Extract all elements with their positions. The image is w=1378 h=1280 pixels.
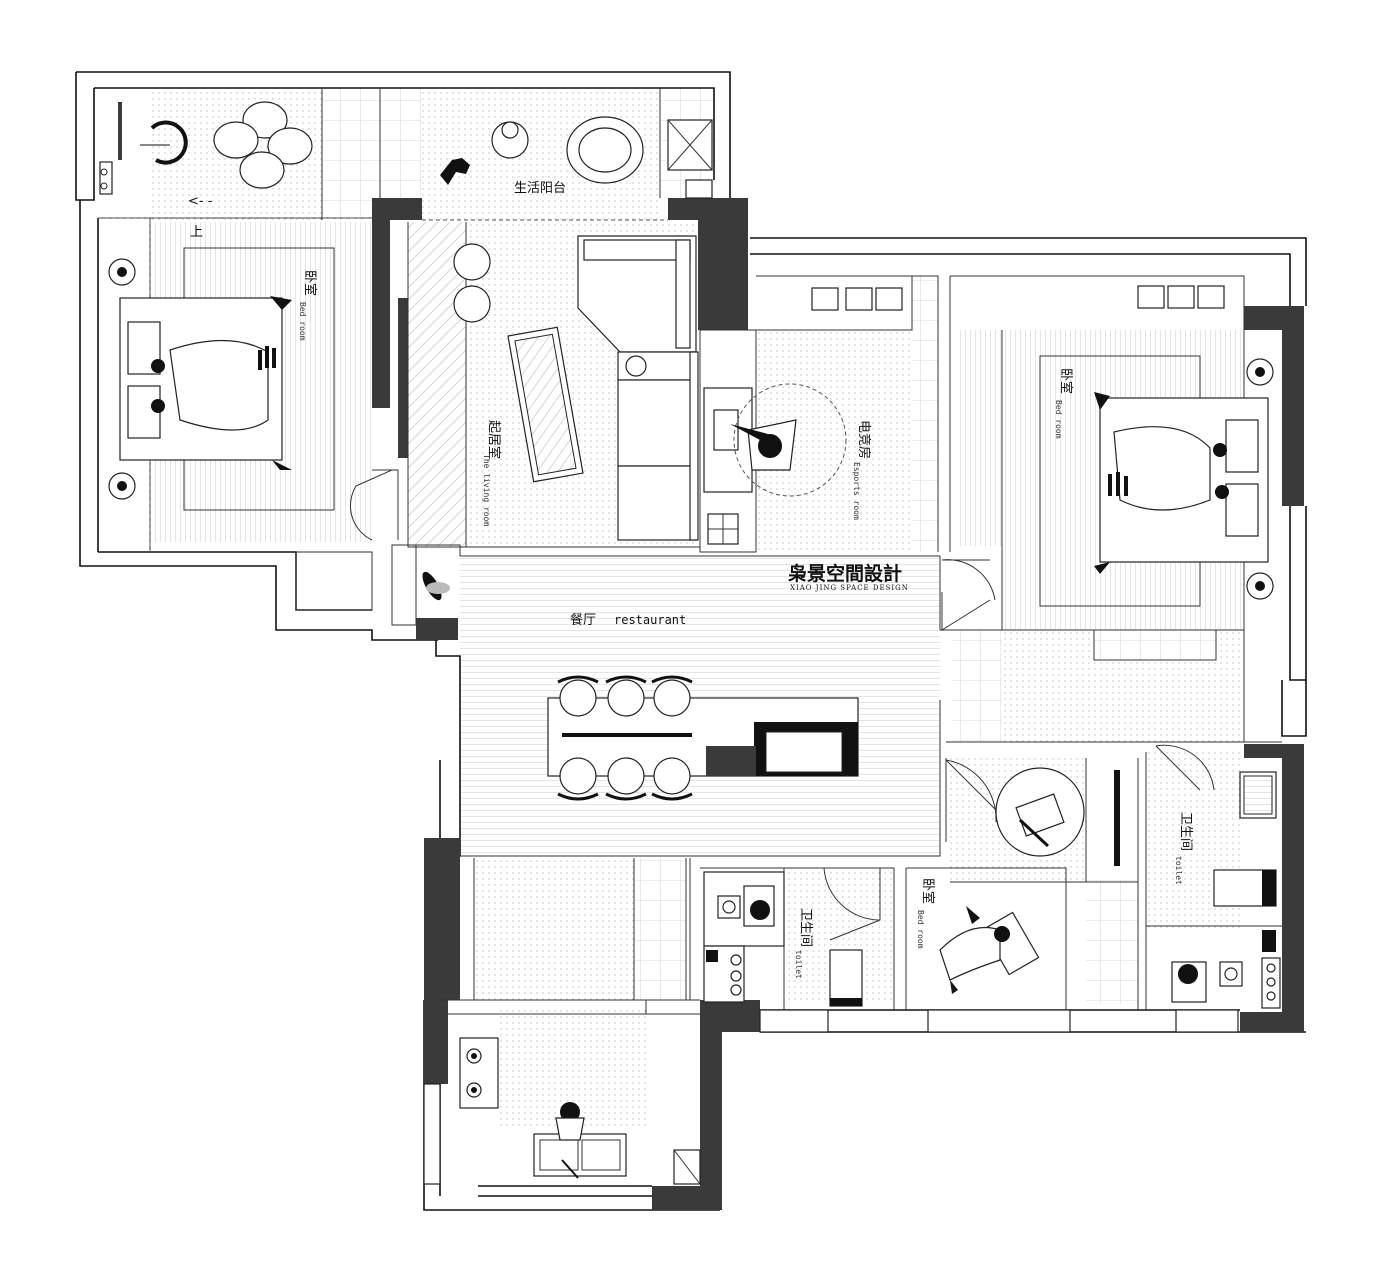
living-room: 起居室 The living room xyxy=(453,235,699,541)
restaurant-label-en: restaurant xyxy=(614,613,686,627)
bedroom-left-label: 卧室 xyxy=(302,270,318,296)
toilet-right-label: 卫生间 xyxy=(1178,812,1193,851)
lounge-chair-icon xyxy=(213,101,313,189)
living-sub: The living room xyxy=(482,454,491,526)
brand-block: 枭景空間設計 XIAO JING SPACE DESIGN xyxy=(787,562,909,592)
outer-details xyxy=(295,544,417,626)
top-left-balcony: <- - 上 xyxy=(140,101,313,240)
person-washing-icon xyxy=(743,885,775,927)
bedroom-small-sub: Bed room xyxy=(916,910,925,949)
stairs-label: 上 xyxy=(190,225,203,240)
kitchen xyxy=(459,1037,701,1185)
right-bedroom: 卧室 Bed room xyxy=(1039,285,1274,661)
bedroom-right-label: 卧室 xyxy=(1058,368,1074,394)
windows xyxy=(99,161,1239,1185)
gamer-icon xyxy=(730,419,797,471)
bedroom-small-label: 卧室 xyxy=(920,878,936,904)
floor-fills xyxy=(150,88,1244,1126)
toilet-mid-sub: toilet xyxy=(794,950,803,979)
right-toilet: 卫生间 toilet xyxy=(1171,771,1281,1009)
sofa-icon xyxy=(577,235,699,541)
restaurant: 餐厅 restaurant xyxy=(422,571,859,801)
toilet-right-sub: toilet xyxy=(1174,856,1183,885)
balcony-label: 生活阳台 xyxy=(514,181,566,196)
doors xyxy=(349,469,1215,1014)
toilet-mid-label: 卫生间 xyxy=(798,908,813,947)
bedroom-right-sub: Bed room xyxy=(1054,400,1063,439)
esports-sub: Esports room xyxy=(852,462,861,520)
double-bed-icon xyxy=(1094,392,1269,574)
sleeping-person-icon xyxy=(939,906,1040,994)
brand-subtitle: XIAO JING SPACE DESIGN xyxy=(790,584,909,592)
restaurant-label-cn: 餐厅 xyxy=(570,612,596,628)
cook-person-icon xyxy=(555,1102,585,1179)
dining-chairs xyxy=(557,675,693,801)
life-balcony: 生活阳台 xyxy=(440,116,713,196)
brand-name: 枭景空間設計 xyxy=(787,562,902,585)
middle-toilet: 卫生间 toilet xyxy=(703,871,863,1007)
left-bedroom: 卧室 Bed room xyxy=(108,247,335,511)
small-bedroom: 卧室 Bed room xyxy=(916,767,1120,994)
esports-label: 电竞房 xyxy=(856,420,872,459)
rug-icon xyxy=(507,326,584,483)
dining-table-icon xyxy=(547,697,859,777)
stairs-arrow: <- - xyxy=(188,194,213,209)
dog-icon xyxy=(440,158,470,185)
esports-room: 电竞房 Esports room xyxy=(703,287,903,545)
person-washing-icon xyxy=(1171,961,1207,1003)
bedroom-left-sub: Bed room xyxy=(298,302,307,341)
double-bed-icon xyxy=(119,296,292,470)
living-label: 起居室 xyxy=(486,420,502,459)
